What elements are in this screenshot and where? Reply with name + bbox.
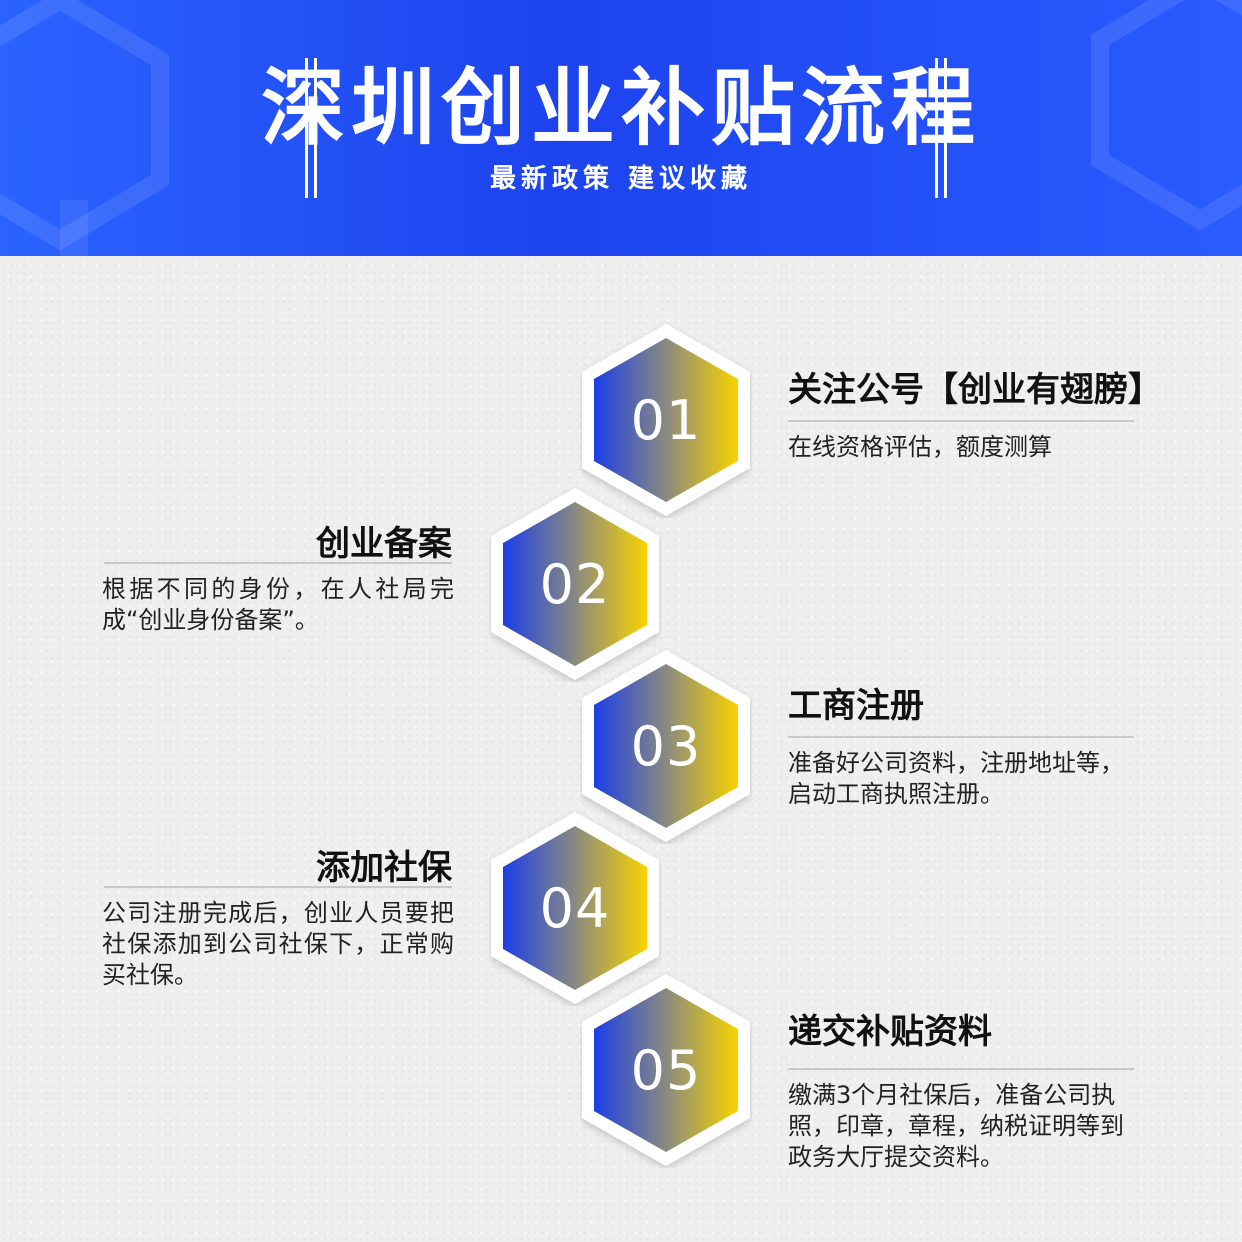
step-title: 工商注册 [788,686,924,726]
step-number: 02 [539,552,611,616]
banner-hex-decoration [0,0,1242,256]
step-number: 01 [630,388,702,452]
step-description: 根据不同的身份，在人社局完成“创业身份备案”。 [102,575,454,634]
divider [788,1068,1134,1070]
divider [788,736,1134,738]
step-title: 关注公号【创业有翅膀】 [788,370,1162,410]
page-subtitle: 最新政策 建议收藏 [489,164,753,194]
step-hexagon-04: 04 [489,810,661,1006]
step-number: 05 [630,1038,702,1102]
step-description: 在线资格评估，额度测算 [788,433,1052,461]
step-title: 递交补贴资料 [788,1012,992,1052]
divider [788,420,1134,422]
step-hexagon-03: 03 [580,648,752,844]
step-hexagon-01: 01 [580,322,752,518]
title-frame [305,58,947,198]
step-title: 添加社保 [316,848,452,888]
step-description: 准备好公司资料，注册地址等，启动工商执照注册。 [788,749,1124,808]
divider [104,562,452,564]
step-description: 公司注册完成后，创业人员要把社保添加到公司社保下，正常购买社保。 [102,899,454,989]
step-hexagon-02: 02 [489,486,661,682]
step-number: 03 [630,714,702,778]
step-hexagon-05: 05 [580,972,752,1168]
divider [104,886,452,888]
step-title: 创业备案 [316,524,452,564]
header-banner: 深圳创业补贴流程 最新政策 建议收藏 [0,0,1242,256]
step-number: 04 [539,876,611,940]
page-title: 深圳创业补贴流程 [260,59,981,157]
step-description: 缴满3个月社保后，准备公司执照，印章，章程，纳税证明等到政务大厅提交资料。 [788,1081,1124,1171]
